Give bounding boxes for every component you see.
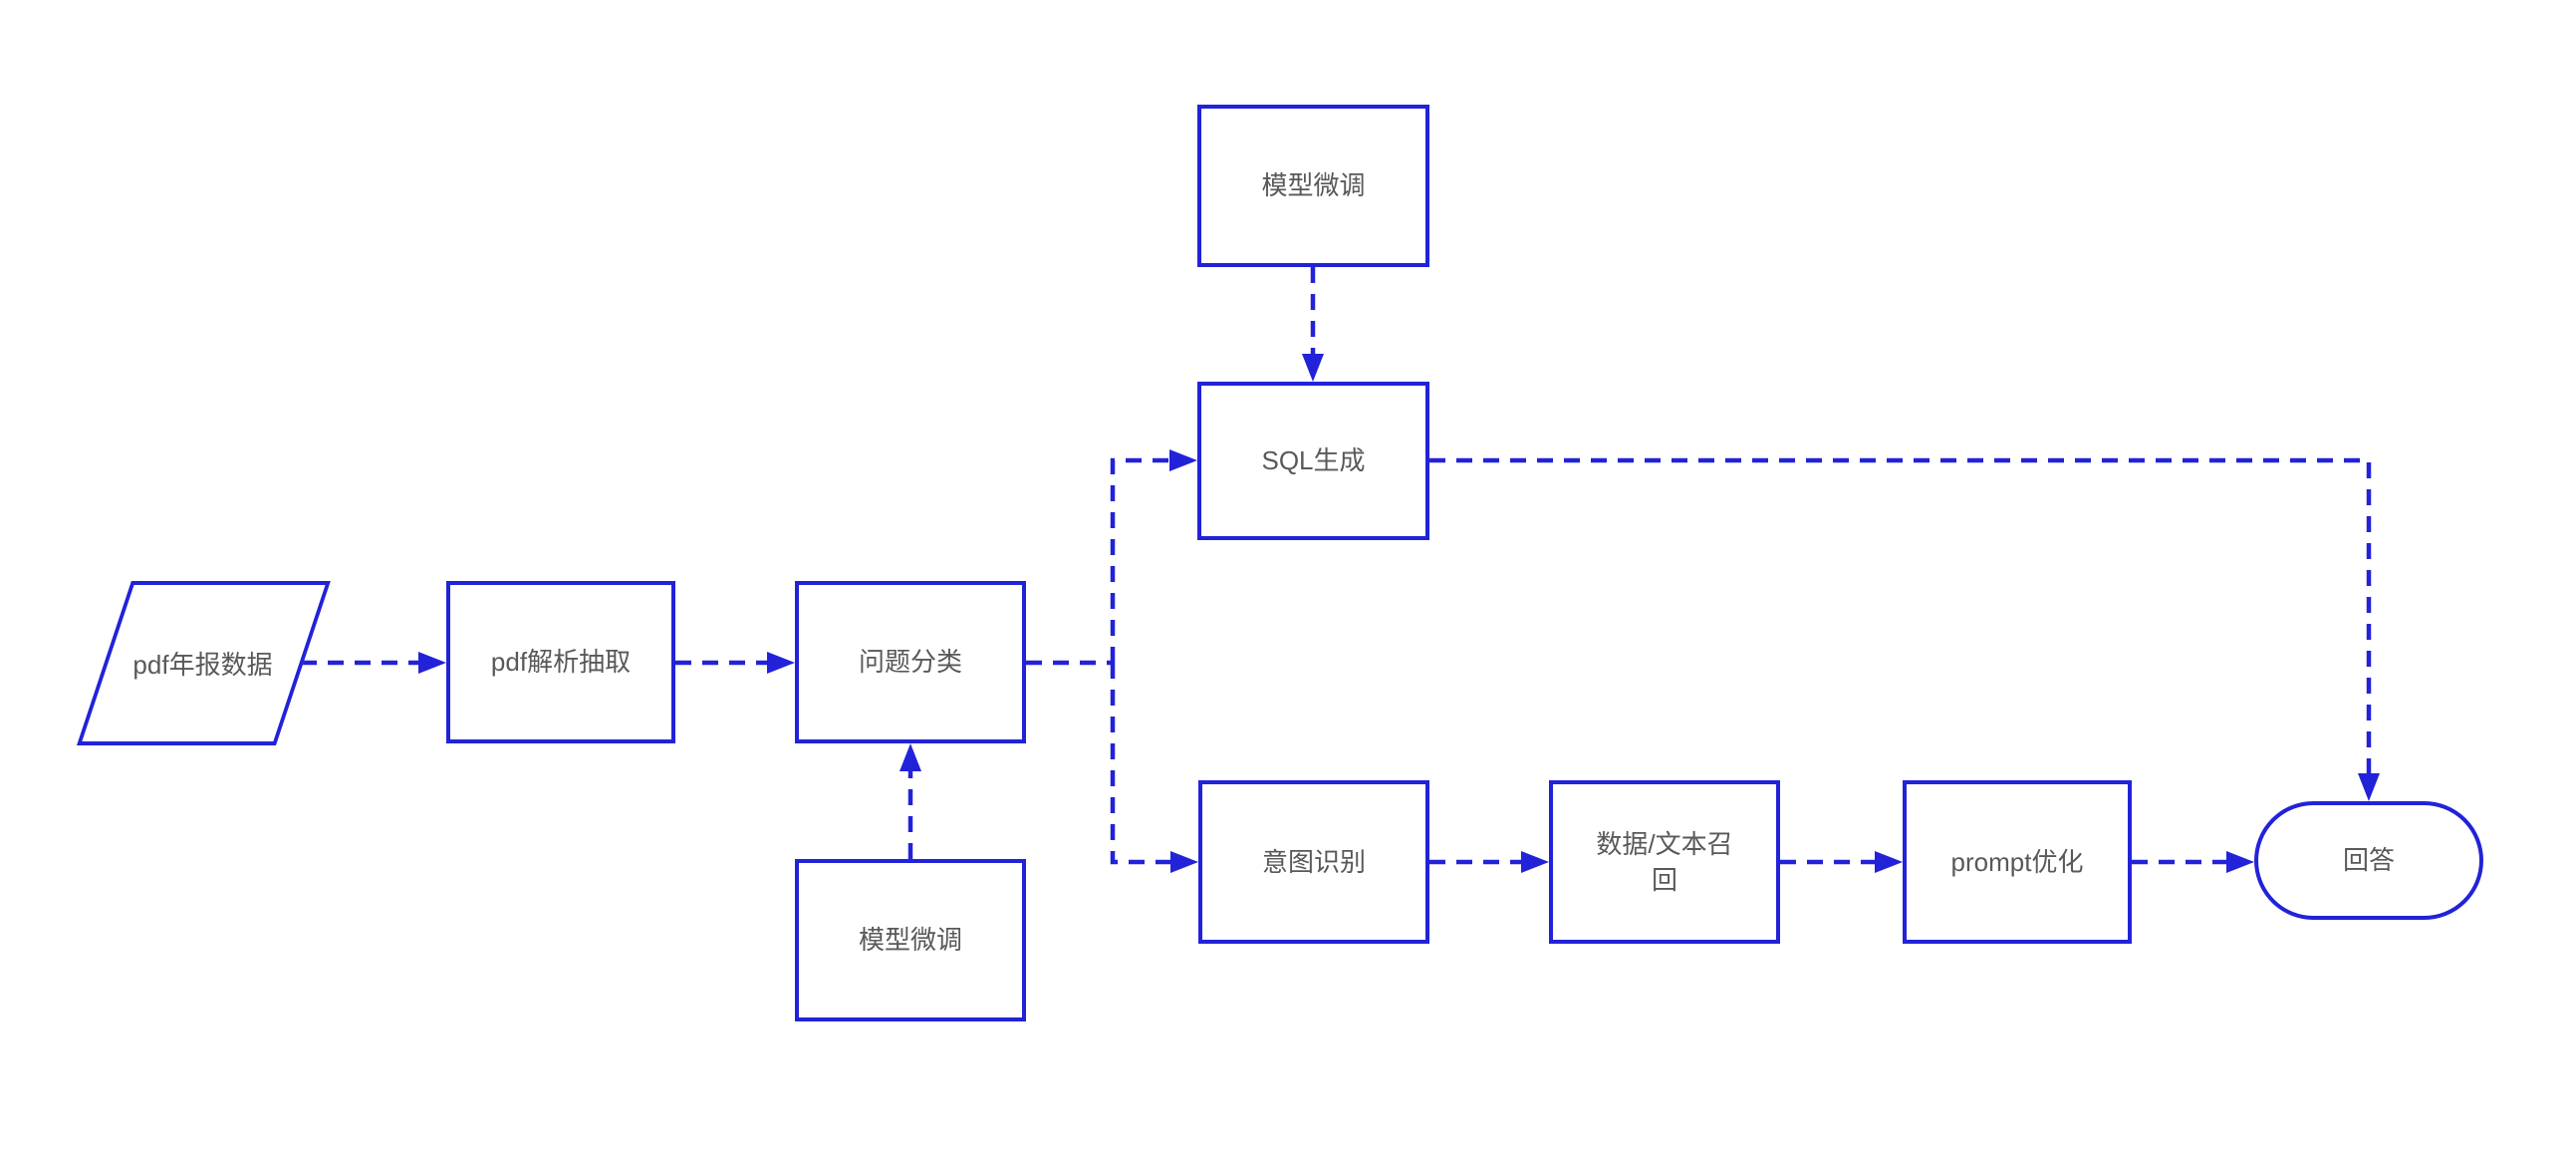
node-data-text-recall: 数据/文本召回 bbox=[1549, 780, 1780, 944]
node-prompt-optimization: prompt优化 bbox=[1903, 780, 2132, 944]
node-label: 数据/文本召回 bbox=[1596, 828, 1733, 895]
node-label: prompt优化 bbox=[1950, 846, 2084, 877]
node-question-classification: 问题分类 bbox=[795, 581, 1026, 743]
node-label: 回答 bbox=[2342, 845, 2395, 876]
edge-sql-to-answer bbox=[1429, 457, 2380, 801]
node-label: 意图识别 bbox=[1261, 846, 1366, 877]
node-pdf-annual-report-data-label: pdf年报数据 bbox=[77, 581, 329, 745]
edge-classify-to-sql bbox=[1110, 449, 1197, 663]
node-intent-recognition: 意图识别 bbox=[1198, 780, 1429, 944]
node-label: pdf年报数据 bbox=[132, 650, 273, 680]
node-label: SQL生成 bbox=[1261, 445, 1366, 476]
node-model-finetune-bottom: 模型微调 bbox=[795, 859, 1026, 1021]
node-label: 模型微调 bbox=[858, 925, 962, 956]
edge-classify-to-intent bbox=[1110, 663, 1198, 873]
node-sql-generation: SQL生成 bbox=[1197, 382, 1429, 540]
node-model-finetune-top: 模型微调 bbox=[1197, 105, 1429, 267]
node-pdf-parse-extract: pdf解析抽取 bbox=[446, 581, 675, 743]
node-answer: 回答 bbox=[2254, 801, 2483, 920]
node-label: 模型微调 bbox=[1261, 170, 1366, 201]
node-label: 问题分类 bbox=[858, 647, 962, 678]
node-label: pdf解析抽取 bbox=[490, 647, 632, 678]
